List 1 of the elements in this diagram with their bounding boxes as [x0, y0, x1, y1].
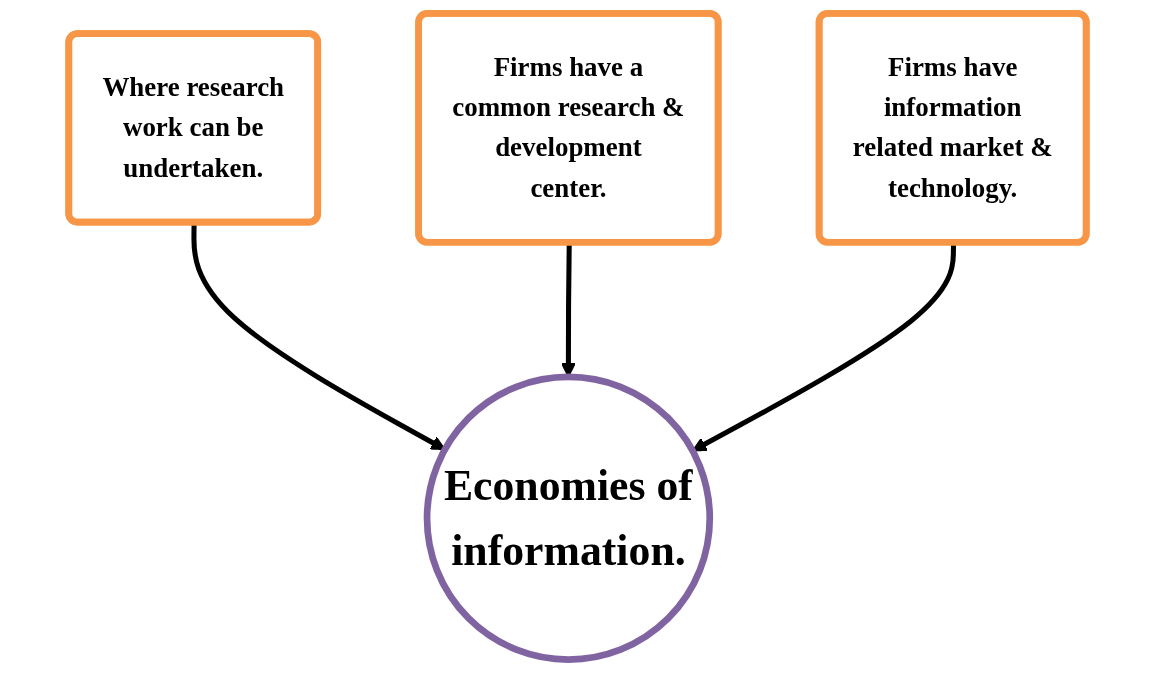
- node-circle: Economies of information.: [423, 373, 714, 663]
